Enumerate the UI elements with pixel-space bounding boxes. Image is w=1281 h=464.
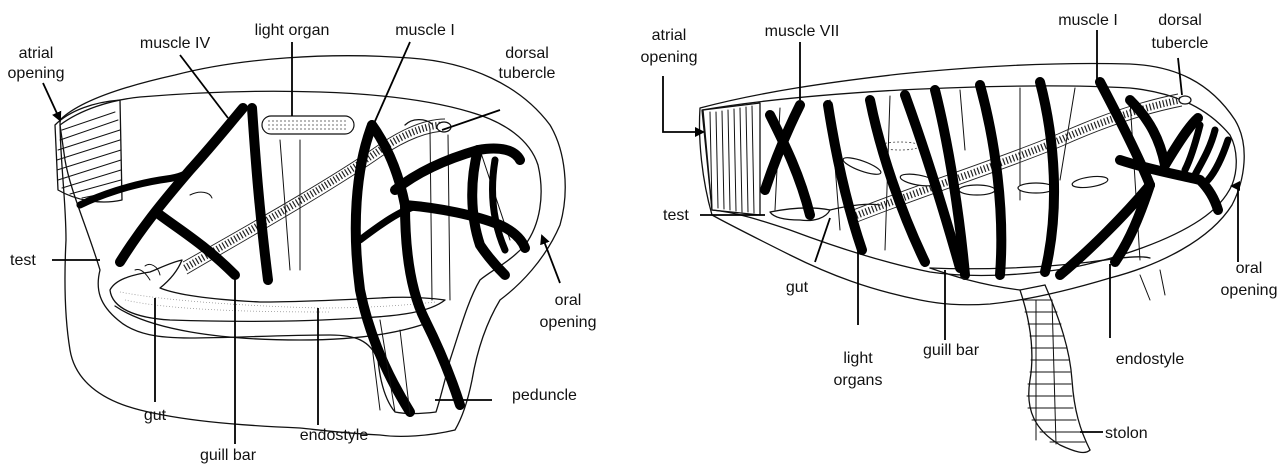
left-label-atrial-opening-1: atrial bbox=[19, 45, 54, 62]
right-label-dorsal-tubercle-1: dorsal bbox=[1158, 12, 1202, 29]
right-stolon bbox=[1020, 285, 1090, 452]
right-label-atrial-opening-2: opening bbox=[641, 49, 698, 66]
right-label-muscle-vii: muscle VII bbox=[765, 23, 840, 40]
left-label-guill-bar: guill bar bbox=[200, 447, 257, 464]
left-label-oral-opening-2: opening bbox=[540, 314, 597, 331]
right-label-test: test bbox=[663, 207, 689, 224]
right-label-stolon: stolon bbox=[1105, 425, 1148, 442]
left-muscle-bands bbox=[80, 108, 525, 412]
left-label-gut: gut bbox=[144, 407, 167, 424]
left-figure: atrial opening muscle IV light organ mus… bbox=[8, 22, 597, 464]
left-label-test: test bbox=[10, 252, 36, 269]
left-gut bbox=[110, 260, 445, 321]
right-label-light-organs-1: light bbox=[843, 350, 873, 367]
right-label-muscle-i: muscle I bbox=[1058, 12, 1118, 29]
right-gut bbox=[770, 208, 830, 221]
left-label-atrial-opening-2: opening bbox=[8, 65, 65, 82]
right-label-endostyle: endostyle bbox=[1116, 351, 1185, 368]
left-label-light-organ: light organ bbox=[255, 22, 330, 39]
left-label-oral-opening-1: oral bbox=[555, 292, 582, 309]
left-body-outline bbox=[60, 91, 541, 413]
left-label-muscle-i: muscle I bbox=[395, 22, 455, 39]
right-figure: atrial opening muscle VII muscle I dorsa… bbox=[641, 12, 1278, 452]
right-label-atrial-opening-1: atrial bbox=[652, 27, 687, 44]
right-label-guill-bar: guill bar bbox=[923, 342, 980, 359]
right-label-oral-opening-1: oral bbox=[1236, 260, 1263, 277]
right-atrial-siphon bbox=[703, 103, 760, 215]
left-label-endostyle: endostyle bbox=[300, 427, 369, 444]
right-label-light-organs-2: organs bbox=[834, 372, 883, 389]
left-label-dorsal-tubercle-2: tubercle bbox=[499, 65, 556, 82]
right-label-oral-opening-2: opening bbox=[1221, 282, 1278, 299]
left-label-peduncle: peduncle bbox=[512, 387, 577, 404]
left-label-muscle-iv: muscle IV bbox=[140, 35, 211, 52]
left-light-organ-shape bbox=[262, 116, 354, 134]
right-label-gut: gut bbox=[786, 279, 809, 296]
right-label-dorsal-tubercle-2: tubercle bbox=[1152, 35, 1209, 52]
left-label-dorsal-tubercle-1: dorsal bbox=[505, 45, 549, 62]
